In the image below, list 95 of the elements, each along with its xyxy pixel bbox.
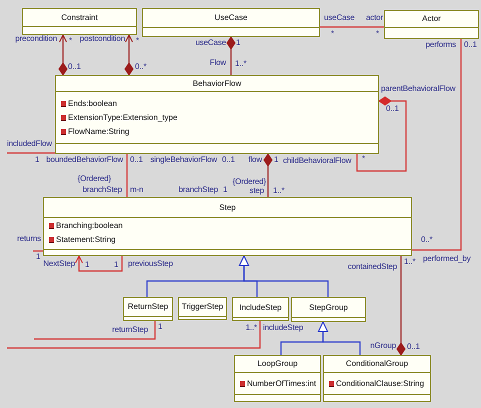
class-box: [142, 8, 320, 37]
attribute-text: Ends:boolean: [68, 99, 117, 109]
association-line: [34, 321, 156, 340]
class-name: Actor: [422, 14, 441, 24]
role-name: parentBehavioralFlow: [381, 84, 456, 94]
class-name: IncludeStep: [239, 302, 282, 312]
multiplicity: *: [136, 36, 139, 46]
role-name: includeStep: [263, 323, 304, 333]
class-name: Step: [219, 202, 236, 212]
role-name: nGroup: [370, 341, 396, 351]
class-name: ReturnStep: [128, 302, 168, 312]
arrow: [58, 34, 68, 76]
class-name: ConditionalGroup: [346, 359, 408, 369]
inheritance-arrow: [318, 322, 361, 355]
role-name: returnStep: [112, 325, 148, 335]
association-line: [320, 26, 384, 28]
arrow: [124, 34, 134, 76]
inheritance-arrow: [239, 256, 329, 297]
multiplicity: 1: [223, 185, 228, 195]
attribute-text: ConditionalClause:String: [336, 379, 424, 389]
multiplicity: 1: [85, 260, 90, 270]
multiplicity: 0..1: [407, 342, 420, 352]
multiplicity: 0..1: [68, 62, 81, 72]
role-name: returns: [17, 234, 41, 244]
role-name: actor: [366, 13, 383, 23]
association-line: [126, 154, 128, 197]
role-name: boundedBehaviorFlow: [46, 155, 123, 165]
constraint-label: {Ordered}: [78, 174, 111, 184]
multiplicity: 1: [114, 260, 118, 270]
multiplicity: 1: [274, 155, 278, 165]
class-box: [22, 8, 137, 35]
class-box: [43, 197, 412, 256]
class-box: [291, 297, 366, 322]
class-box: [384, 10, 479, 39]
role-name: flow: [248, 155, 262, 165]
multiplicity: 1..*: [273, 186, 284, 196]
multiplicity: *: [362, 154, 365, 164]
multiplicity: *: [69, 36, 72, 46]
multiplicity: 1..*: [404, 257, 416, 267]
class-name: BehaviorFlow: [192, 78, 242, 88]
attribute-text: ExtensionType:Extension_type: [68, 113, 178, 123]
role-name: useCase: [195, 38, 226, 48]
class-name: Constraint: [61, 12, 98, 22]
multiplicity: *: [376, 29, 379, 39]
multiplicity: *: [331, 29, 334, 39]
class-box: [323, 355, 431, 402]
multiplicity: 0..1: [130, 155, 143, 165]
association-line: [7, 152, 55, 154]
class-box: [123, 297, 173, 321]
role-name: performed_by: [423, 254, 471, 264]
role-name: precondition: [15, 34, 57, 44]
multiplicity: 1: [36, 252, 40, 262]
multiplicity: 0..1: [464, 40, 477, 50]
role-name: previousStep: [128, 259, 173, 269]
multiplicity: 0..1: [386, 104, 399, 114]
association-line: [7, 321, 261, 349]
multiplicity: m-n: [130, 185, 144, 195]
attribute-text: FlowName:String: [68, 127, 130, 137]
multiplicity: 1: [35, 155, 40, 165]
role-name: childBehavioralFlow: [283, 156, 352, 166]
multiplicity: 1: [236, 38, 240, 48]
composition-line: [264, 154, 272, 197]
role-name: performs: [426, 40, 456, 50]
association-line: [33, 250, 43, 252]
role-name: containedStep: [348, 262, 397, 272]
composition-line: [396, 256, 406, 356]
role-name: Flow: [210, 58, 226, 68]
role-name: postcondition: [80, 34, 125, 44]
role-name: useCase: [324, 13, 355, 23]
class-box: [178, 297, 227, 320]
multiplicity: 0..*: [421, 235, 432, 245]
multiplicity: 0..*: [135, 62, 146, 72]
multiplicity: 1..*: [235, 59, 246, 69]
class-box: [232, 297, 289, 321]
class-name: LoopGroup: [257, 359, 298, 369]
multiplicity: 0..1: [222, 155, 235, 165]
constraint-label: {Ordered}: [232, 177, 266, 187]
attribute-text: Statement:String: [56, 235, 116, 245]
class-name: TriggerStep: [182, 302, 224, 312]
multiplicity: 1: [158, 322, 162, 332]
multiplicity: 1..*: [246, 323, 257, 333]
composition-line: [356, 96, 407, 172]
attribute-text: NumberOfTimes:int: [247, 379, 316, 389]
role-name: NextStep: [43, 259, 75, 269]
class-box: [234, 355, 321, 402]
association-line: [412, 39, 462, 251]
class-box: [55, 75, 379, 154]
class-name: StepGroup: [309, 302, 348, 312]
role-name: branchStep: [82, 185, 122, 195]
attribute-text: Branching:boolean: [56, 221, 123, 231]
composition-line: [226, 36, 236, 75]
role-name: includedFlow: [7, 139, 52, 149]
class-name: UseCase: [214, 13, 248, 23]
role-name: step: [249, 186, 264, 196]
arrow: [75, 256, 123, 272]
